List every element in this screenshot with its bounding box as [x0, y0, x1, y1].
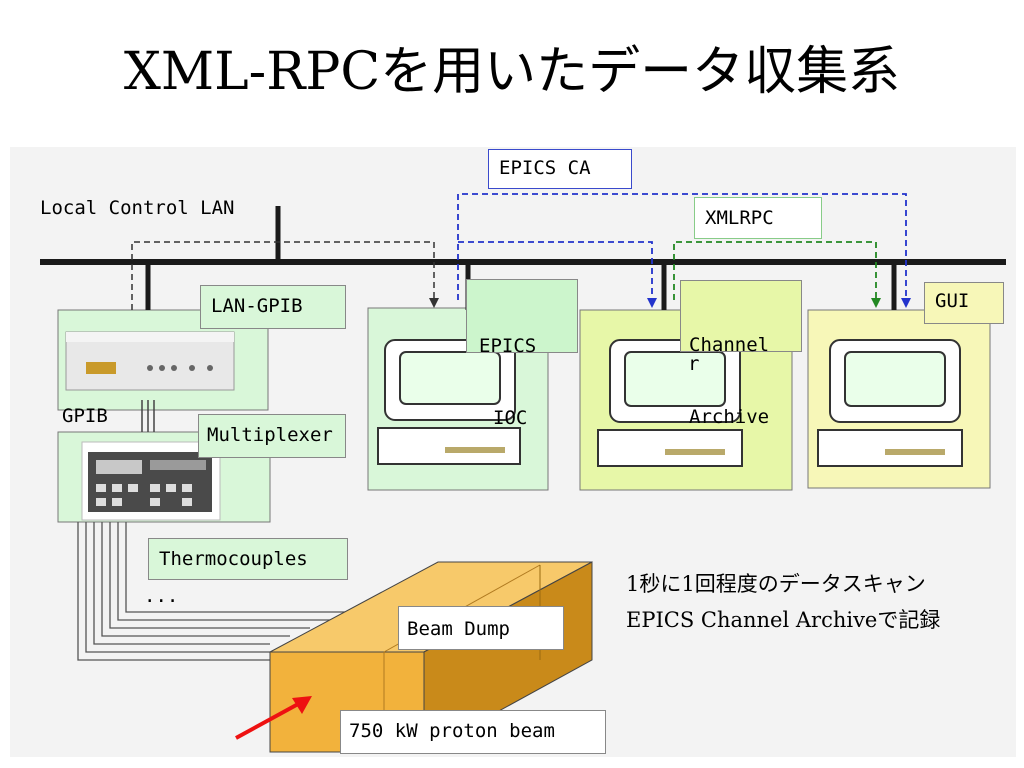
epics-ca-archiver-arrowhead [647, 298, 657, 308]
channel-archiver-label: Channel Archive [680, 280, 802, 428]
epics-ioc-label: EPICS IOC [466, 279, 578, 429]
epics-ioc-label-line2: IOC [493, 407, 528, 429]
lan-gpib-instrument-icon [65, 331, 235, 391]
multiplexer-label: Multiplexer [198, 414, 346, 458]
proton-beam-arrowhead [292, 696, 312, 714]
thermocouple-wires [77, 522, 350, 661]
proton-beam-arrow [235, 701, 301, 740]
gpib-ioc-dashed-link [131, 241, 435, 310]
lan-gpib-label: LAN-GPIB [200, 285, 346, 329]
epics-ca-dashed-link [457, 193, 907, 300]
epics-ca-label: EPICS CA [488, 149, 632, 189]
ellipsis-label: ... [144, 585, 179, 607]
archiver-computer-icon [597, 339, 743, 467]
multiplexer-instrument-icon [81, 441, 221, 521]
beam-dump-label: Beam Dump [398, 606, 564, 650]
channel-archiver-label-line1: Channel [689, 334, 770, 356]
thermocouples-label: Thermocouples [148, 538, 348, 580]
xmlrpc-label: XMLRPC [694, 197, 822, 239]
gpib-ioc-arrowhead [429, 298, 439, 308]
channel-archiver-label-line3: r [688, 353, 700, 375]
epics-ioc-label-line1: EPICS [479, 335, 537, 357]
ioc-computer-icon [377, 339, 521, 465]
epics-ca-archiver-link [458, 241, 653, 300]
epics-ca-gui-arrowhead [901, 298, 911, 308]
scan-note-line2: EPICS Channel Archiveで記録 [626, 608, 941, 632]
gui-computer-icon [817, 339, 963, 467]
scan-note-line1: 1秒に1回程度のデータスキャン [626, 572, 926, 596]
page-title: XML-RPCを用いたデータ収集系 [123, 42, 901, 102]
gui-label: GUI [924, 282, 1004, 324]
xmlrpc-arrowhead [871, 298, 881, 308]
local-control-lan-label: Local Control LAN [40, 197, 235, 219]
proton-beam-label: 750 kW proton beam [340, 710, 606, 754]
gpib-label: GPIB [62, 405, 108, 427]
channel-archiver-label-line2: Archive [689, 406, 770, 428]
